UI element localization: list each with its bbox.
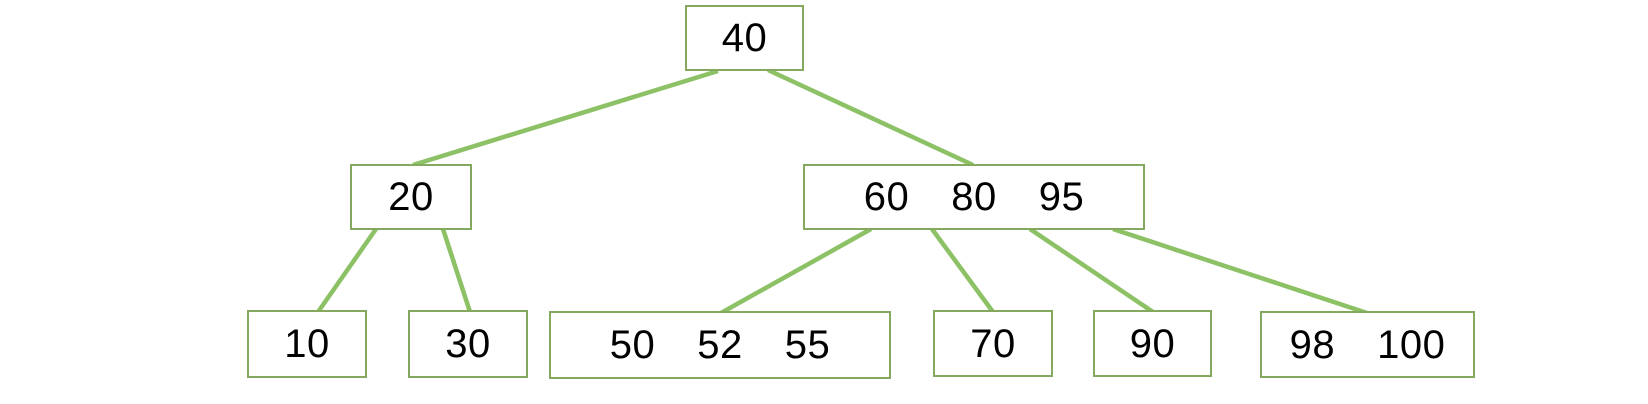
tree-node-n20: 20	[350, 164, 472, 230]
tree-edge-n40-n60	[767, 67, 974, 168]
tree-edge-n20-n10	[316, 227, 378, 314]
tree-key: 90	[1129, 321, 1176, 366]
tree-node-n98: 98 100	[1260, 311, 1475, 378]
tree-key: 50	[609, 323, 656, 367]
tree-edge-n60-n98	[1112, 226, 1368, 316]
tree-key: 10	[284, 322, 330, 366]
tree-node-n30: 30	[408, 310, 528, 378]
tree-node-n10: 10	[247, 310, 367, 378]
tree-edge-n20-n30	[440, 228, 473, 313]
tree-key: 60	[863, 175, 910, 219]
tree-key: 80	[951, 175, 997, 219]
tree-key: 100	[1377, 322, 1446, 367]
tree-key: 98	[1289, 322, 1336, 367]
tree-node-n90: 90	[1093, 310, 1212, 377]
tree-node-n50: 50 52 55	[549, 311, 891, 379]
tree-edge-n60-n70	[930, 227, 995, 314]
tree-node-n40: 40	[685, 5, 804, 71]
tree-key: 52	[697, 323, 743, 367]
tree-key: 40	[721, 16, 768, 60]
tree-key: 30	[445, 322, 491, 366]
tree-node-n70: 70	[933, 310, 1053, 377]
tree-edge-n60-n50	[719, 227, 873, 315]
tree-node-n60: 60 80 95	[803, 164, 1145, 230]
tree-key: 95	[1038, 175, 1085, 219]
tree-edge-n60-n90	[1028, 227, 1155, 314]
tree-key: 55	[784, 323, 831, 367]
tree-edge-n40-n20	[412, 68, 719, 168]
tree-key: 70	[970, 321, 1016, 366]
tree-key: 20	[388, 175, 434, 219]
